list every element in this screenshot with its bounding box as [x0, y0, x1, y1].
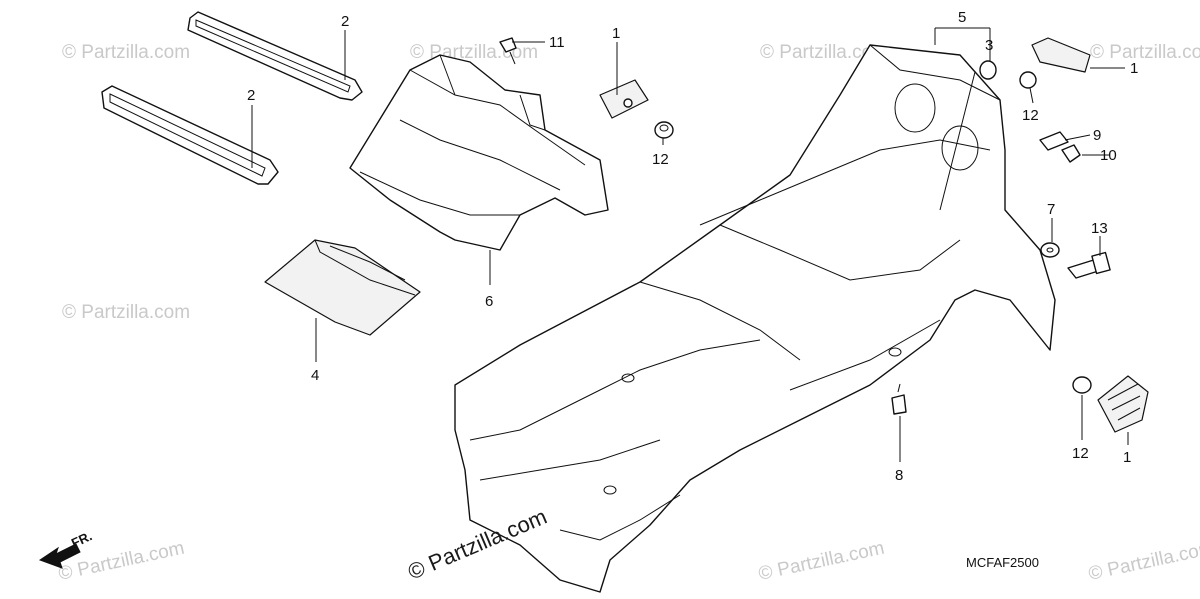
callout-6: 6 [485, 293, 493, 310]
callout-8: 8 [895, 467, 903, 484]
watermark-text: © Partzilla.com [1090, 42, 1200, 63]
callout-3: 3 [985, 37, 993, 54]
callout-labels: 2 2 11 1 12 6 4 5 3 1 12 9 10 7 13 8 12 … [247, 9, 1138, 484]
grommet-part-3 [979, 60, 997, 80]
callout-12-bottom-right: 12 [1072, 445, 1089, 462]
callout-5: 5 [958, 9, 966, 26]
reflector-part-1 [1097, 375, 1149, 433]
front-label: FR. [69, 528, 94, 550]
arrow-icon [38, 543, 81, 569]
callout-2-top: 2 [341, 13, 349, 30]
callout-9: 9 [1093, 127, 1101, 144]
tray-cover-part-4 [264, 239, 421, 336]
callout-12-bracket: 12 [652, 151, 669, 168]
callout-4: 4 [311, 367, 319, 384]
nut-part-12-b [1019, 71, 1037, 89]
callout-7: 7 [1047, 201, 1055, 218]
rubber-bracket-part-1-b [1031, 37, 1091, 73]
clip-part-9 [1039, 131, 1069, 151]
callout-1-bracket: 1 [612, 25, 620, 42]
nut-part-12-c [1072, 376, 1092, 394]
leader-lines [251, 27, 1129, 462]
diagram-code: MCFAF2500 [966, 555, 1039, 570]
nut-part-10 [1061, 144, 1081, 163]
callout-1-top-right: 1 [1130, 60, 1138, 77]
watermark-text: © Partzilla.com [760, 42, 888, 63]
callout-1-bottom-right: 1 [1123, 449, 1131, 466]
inner-cover-part-6 [349, 54, 609, 251]
watermark-text: © Partzilla.com [757, 538, 887, 585]
callout-12-top-right: 12 [1022, 107, 1039, 124]
callout-13: 13 [1091, 220, 1108, 237]
rubber-bracket-part-1-a [599, 79, 649, 119]
seal-ring-lower [101, 85, 279, 185]
callout-2-lower: 2 [247, 87, 255, 104]
watermark-text: © Partzilla.com [1087, 538, 1200, 585]
watermark-text: © Partzilla.com [62, 42, 190, 63]
bolt-part-13 [1067, 251, 1111, 279]
seal-ring-upper [187, 11, 363, 101]
callout-11: 11 [549, 34, 565, 51]
washer-part-7 [1040, 242, 1060, 258]
bolt-part-8 [891, 383, 907, 415]
nut-part-12-a [654, 121, 674, 139]
rear-fender-part-5 [454, 44, 1056, 593]
watermark-text: © Partzilla.com [62, 302, 190, 323]
callout-10: 10 [1100, 147, 1117, 164]
